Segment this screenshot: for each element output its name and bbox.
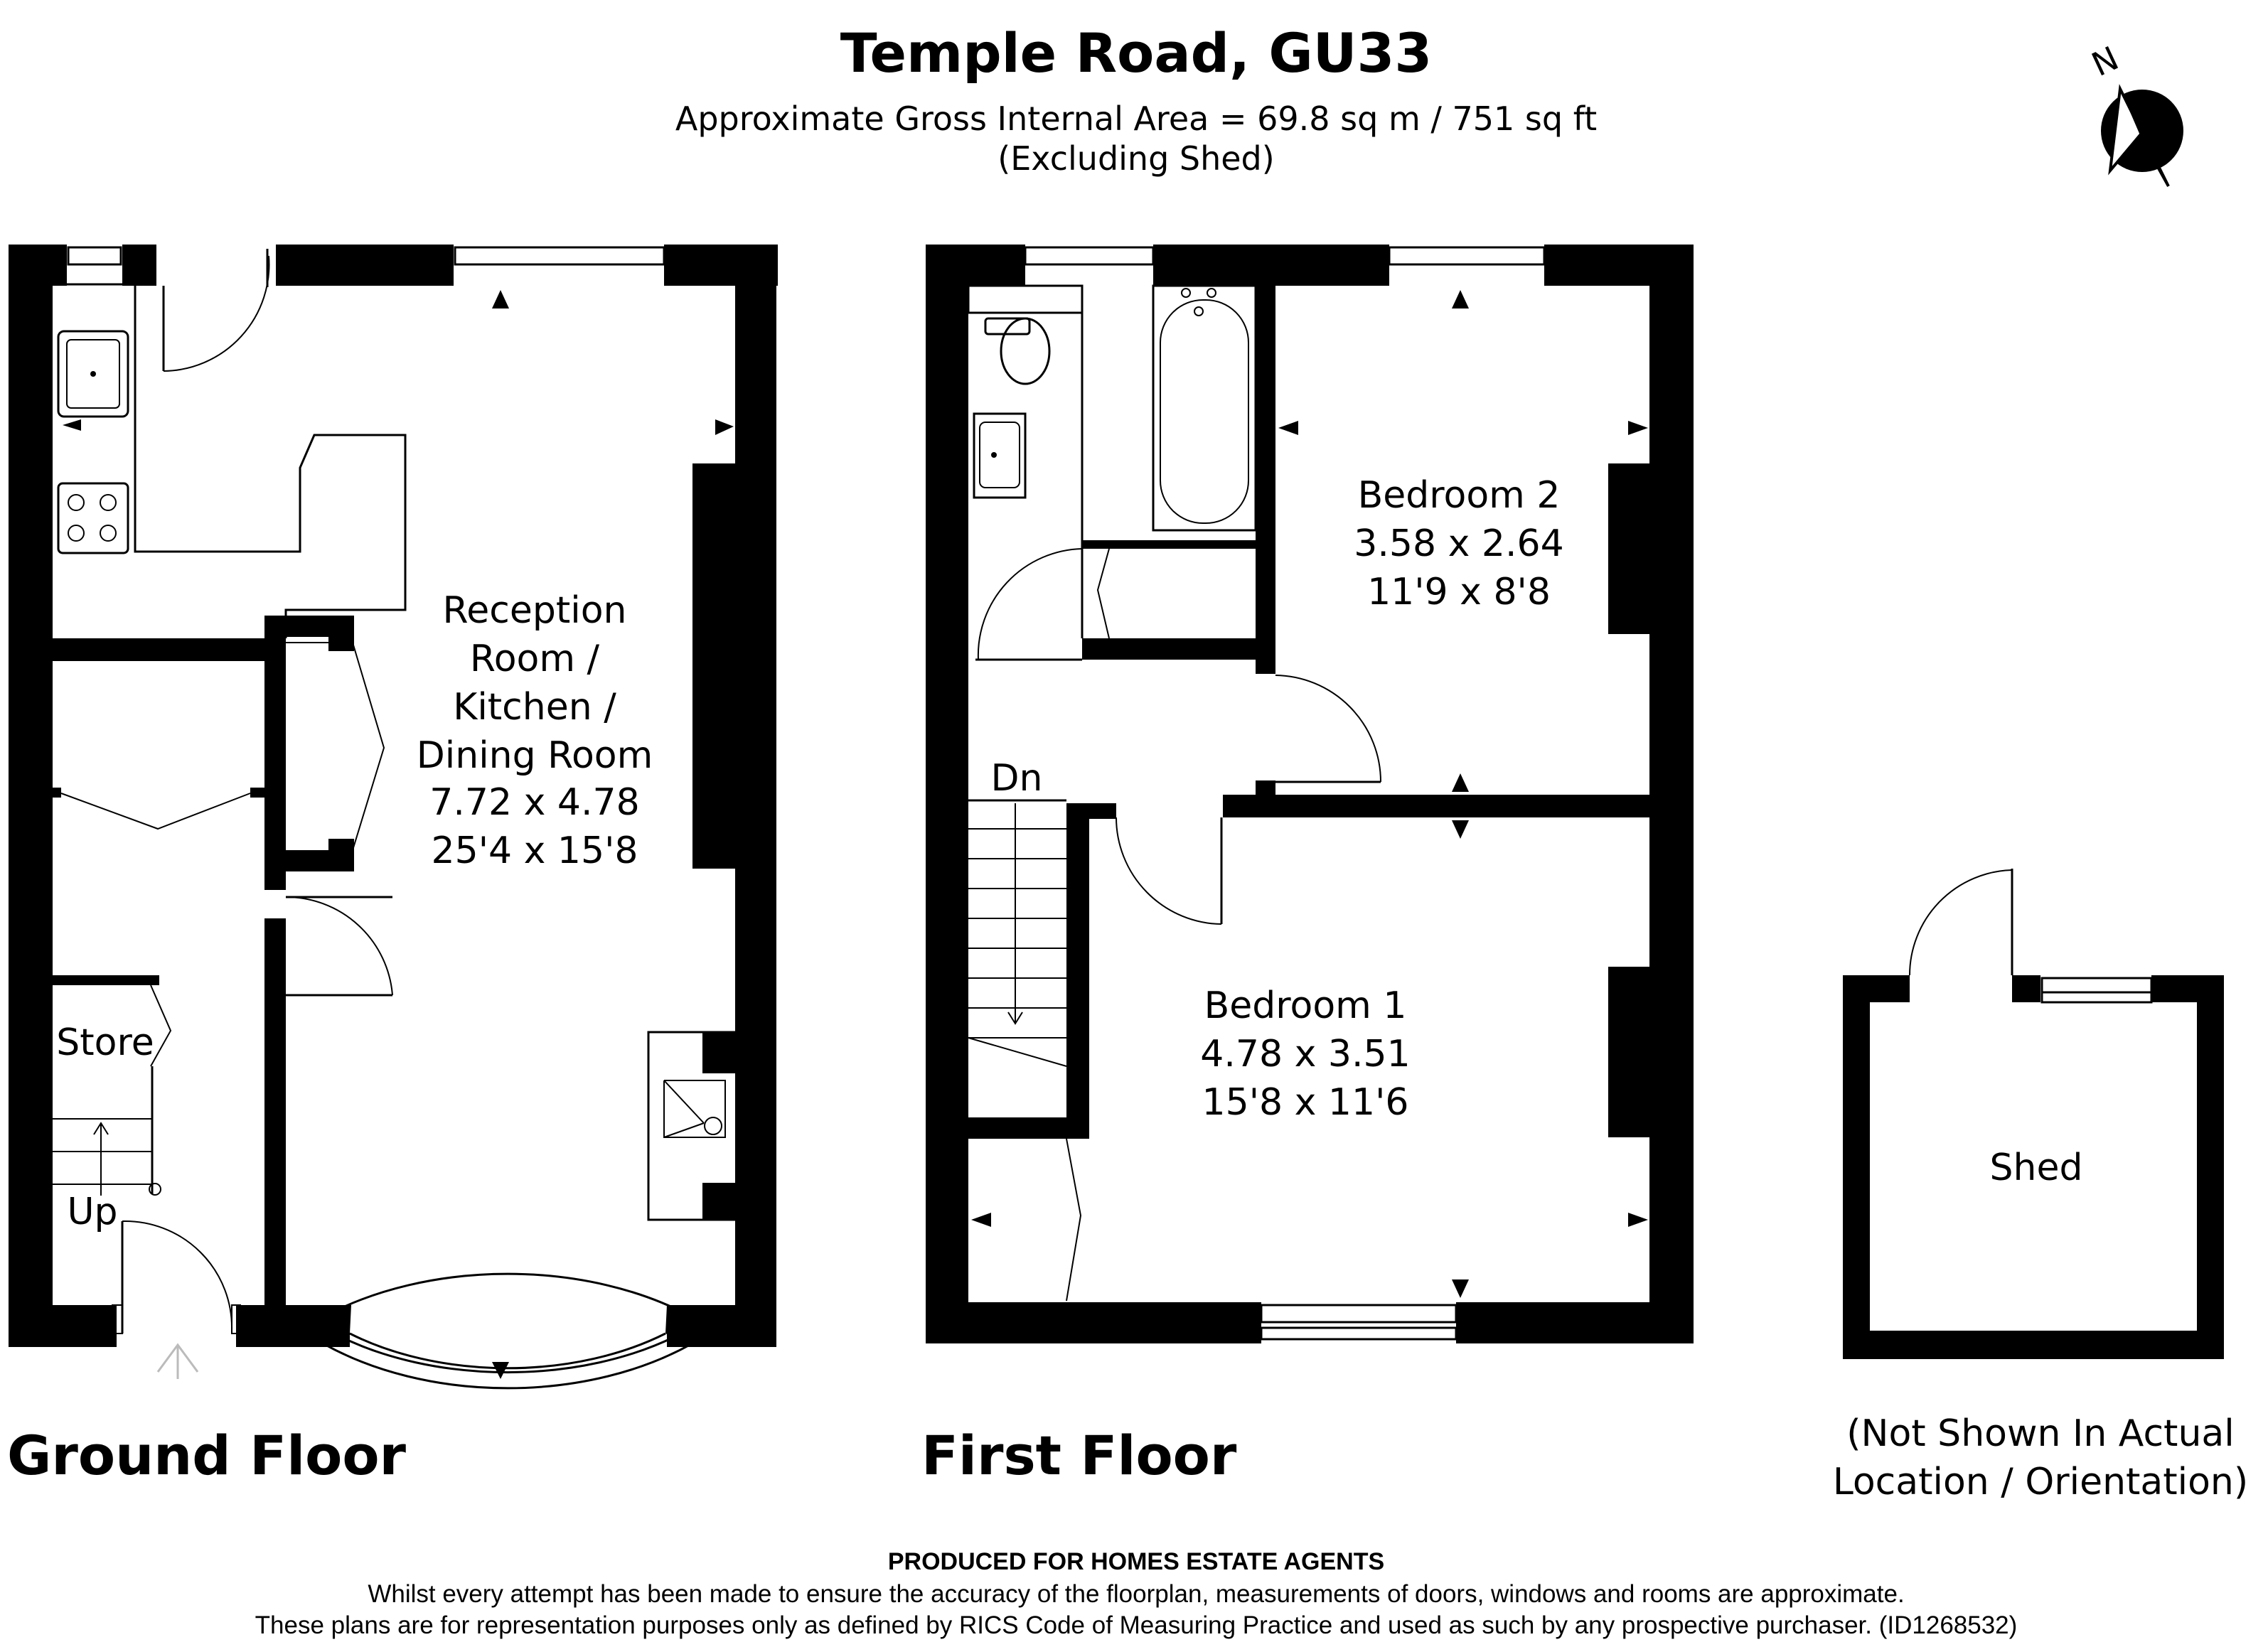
ground-floor-plan <box>9 245 778 1390</box>
plan-title: Temple Road, GU33 <box>840 21 1433 85</box>
bedroom1-name: Bedroom 1 <box>1204 984 1407 1027</box>
stairs-up-label: Up <box>67 1191 117 1233</box>
reception-name-line-1: Reception <box>443 589 627 632</box>
shed-note-line-2: Location / Orientation) <box>1833 1461 2248 1503</box>
disclaimer-line-1: Whilst every attempt has been made to en… <box>368 1580 1904 1608</box>
excluding-note: (Excluding Shed) <box>997 139 1274 178</box>
bedroom2-name: Bedroom 2 <box>1358 474 1561 517</box>
reception-metric: 7.72 x 4.78 <box>429 781 639 824</box>
north-compass-icon: N <box>2086 38 2183 187</box>
stairs-down-label: Dn <box>991 757 1043 800</box>
disclaimer-line-2: These plans are for representation purpo… <box>255 1611 2018 1639</box>
first-floor-plan <box>926 245 1694 1343</box>
store-label: Store <box>56 1021 154 1064</box>
shed-note-line-1: (Not Shown In Actual <box>1846 1412 2234 1455</box>
bedroom2-metric: 3.58 x 2.64 <box>1354 522 1563 565</box>
reception-name-line-4: Dining Room <box>417 734 653 777</box>
bedroom2-imperial: 11'9 x 8'8 <box>1367 571 1551 613</box>
first-floor-label: First Floor <box>921 1424 1237 1487</box>
reception-name-line-2: Room / <box>470 638 600 680</box>
bedroom1-imperial: 15'8 x 11'6 <box>1202 1081 1409 1124</box>
produced-by: PRODUCED FOR HOMES ESTATE AGENTS <box>888 1548 1384 1575</box>
compass-north-label: N <box>2086 38 2124 83</box>
shed-label: Shed <box>1990 1147 2083 1189</box>
reception-imperial: 25'4 x 15'8 <box>432 830 638 872</box>
ground-floor-label: Ground Floor <box>7 1424 407 1487</box>
reception-name-line-3: Kitchen / <box>453 686 616 729</box>
shed-plan <box>1843 869 2224 1359</box>
gross-area: Approximate Gross Internal Area = 69.8 s… <box>675 100 1597 138</box>
bedroom1-metric: 4.78 x 3.51 <box>1200 1033 1410 1075</box>
